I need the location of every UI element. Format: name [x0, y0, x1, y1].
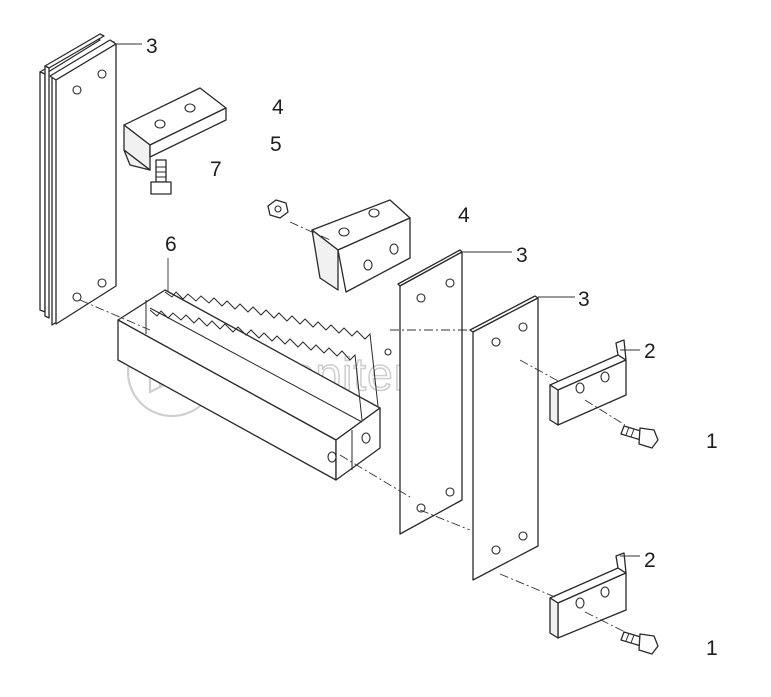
callout-2-bottom: 2	[644, 549, 656, 572]
callout-5: 5	[270, 133, 282, 156]
callout-4-mid: 4	[458, 204, 470, 227]
callout-6: 6	[165, 233, 177, 256]
channel-box-part-6	[117, 289, 381, 481]
callout-4-top: 4	[272, 96, 284, 119]
callout-3-mid: 3	[516, 244, 528, 267]
assembly-center-lines	[79, 221, 626, 633]
bolt-part-7	[150, 159, 172, 195]
bolt-upper-part-1	[620, 425, 659, 449]
clip-upper-part-2	[549, 339, 627, 426]
angle-bracket-middle	[311, 199, 411, 293]
clip-lower-part-2	[549, 552, 627, 639]
callout-1-bottom: 1	[706, 637, 718, 660]
callout-3-right: 3	[578, 288, 590, 311]
angle-bracket-upper	[123, 87, 227, 171]
callout-7: 7	[210, 158, 222, 181]
plate-right	[469, 295, 539, 581]
callout-3-top: 3	[146, 35, 158, 58]
plate-stack-left	[39, 33, 117, 326]
bolt-lower-part-1	[620, 631, 659, 655]
leader-lines	[116, 43, 640, 557]
callout-labels: 3 4 5 7 6 4 3 3 2 1 2 1	[146, 35, 718, 660]
callout-2-top: 2	[644, 340, 656, 363]
plate-middle	[384, 249, 463, 535]
nut-part-5	[267, 199, 289, 219]
callout-1-top: 1	[706, 430, 718, 453]
